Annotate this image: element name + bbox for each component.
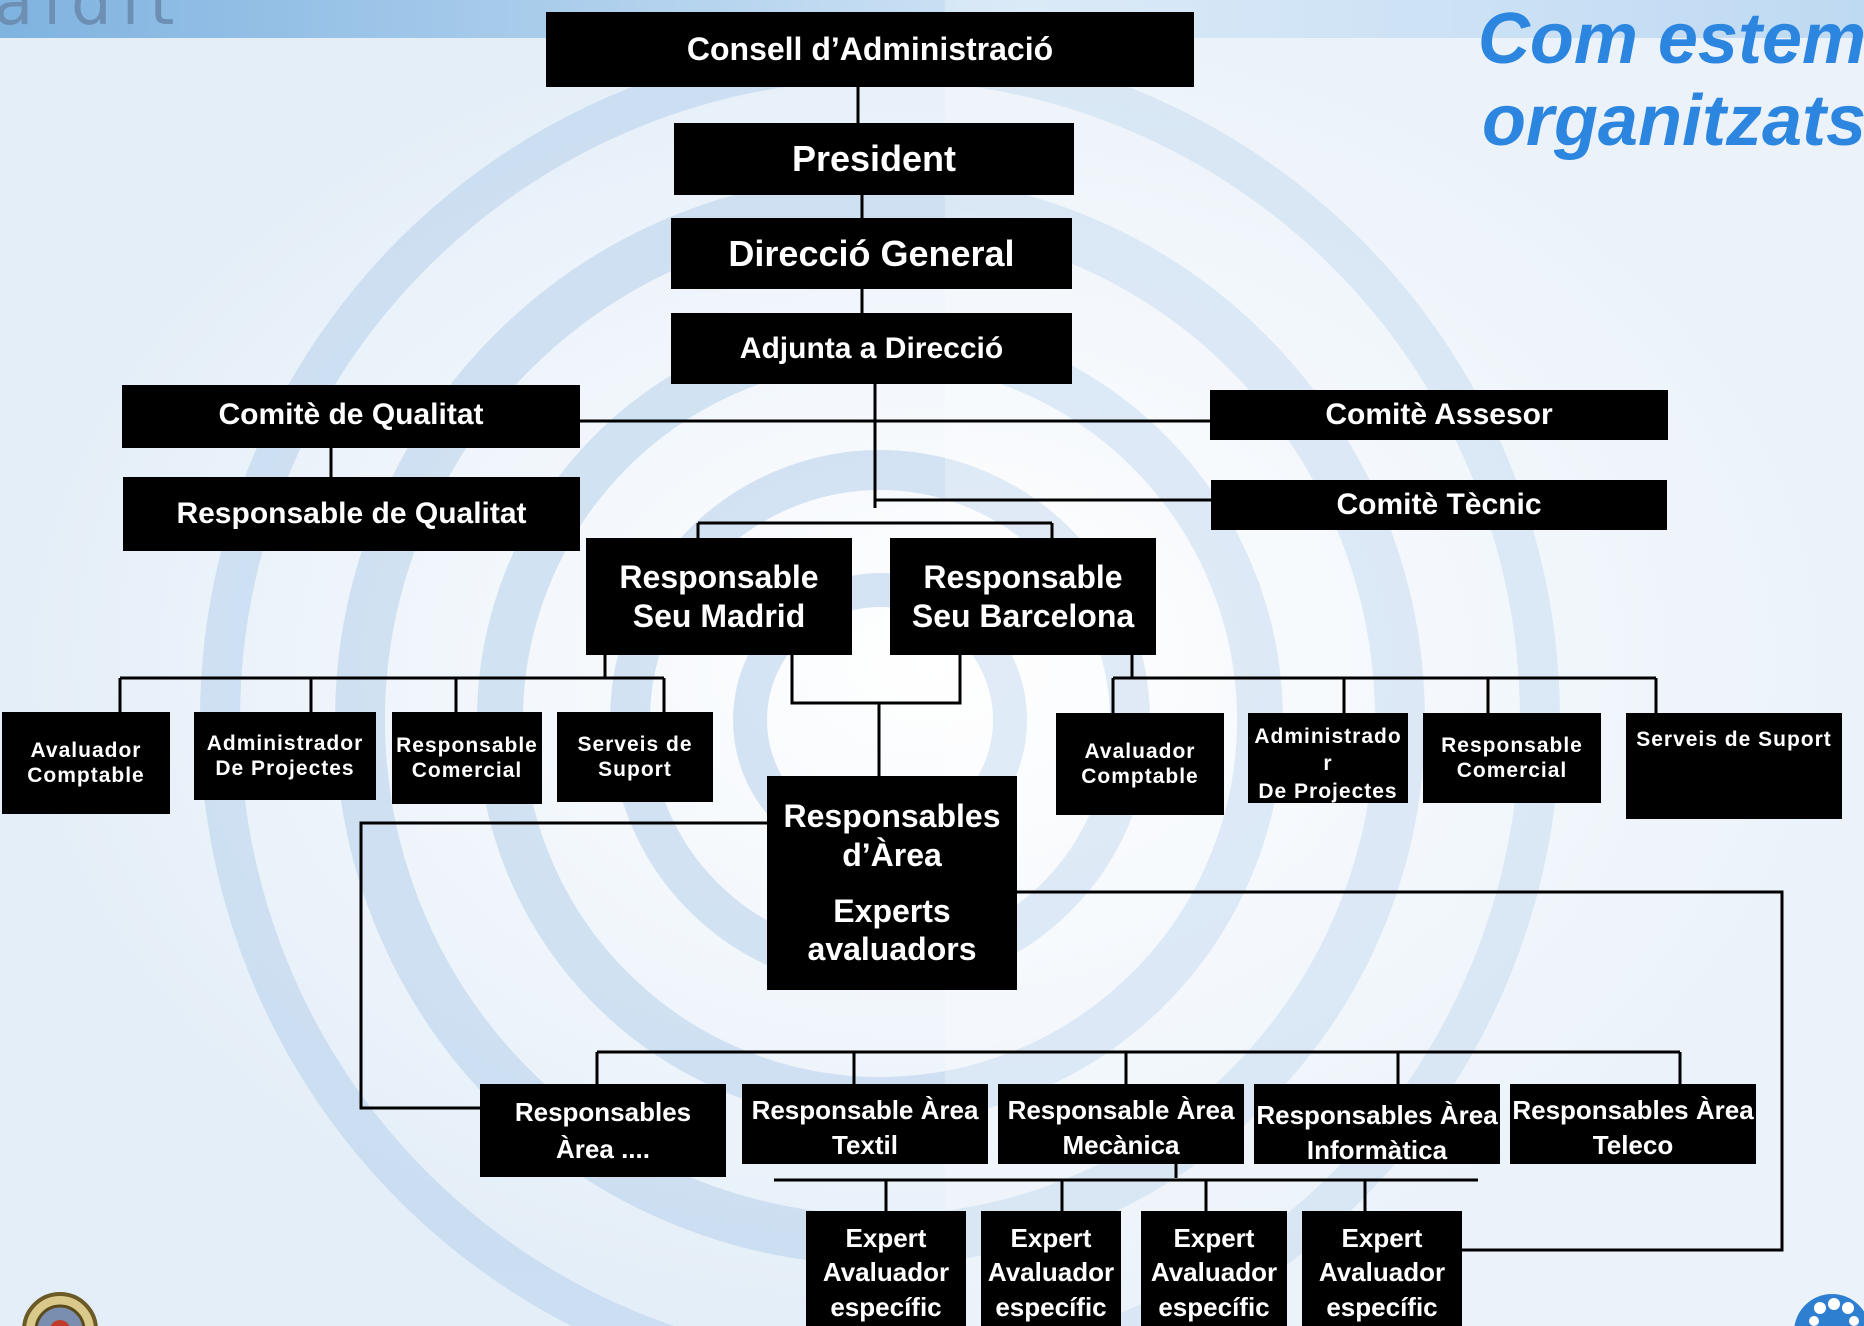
box-label: Administrado <box>1254 725 1402 748</box>
box-label: Responsables <box>783 798 1001 835</box>
box-label: Expert <box>1010 1223 1092 1253</box>
box-label: Avaluador <box>822 1257 950 1288</box>
box-label: Expert <box>1173 1223 1255 1253</box>
box-label: Serveis de Suport <box>1636 728 1832 751</box>
box-label: específic <box>830 1291 942 1322</box>
box-label: Avaluador <box>987 1257 1115 1288</box>
box-label: Avaluador <box>1318 1257 1446 1288</box>
box-label: Comptable <box>27 764 145 787</box>
box-label: Responsable Àrea <box>751 1095 979 1125</box>
box-label: Responsable <box>923 559 1123 596</box>
heading-line: organitzats <box>1481 81 1864 162</box>
box-expert-avaluador-4: Expert Avaluador específic <box>1302 1211 1462 1326</box>
box-comite-tecnic: Comitè Tècnic <box>1211 480 1667 530</box>
box-comite-qualitat: Comitè de Qualitat <box>122 385 580 448</box>
box-label: Mecànica <box>1062 1130 1180 1161</box>
box-label: Administrador <box>206 731 364 755</box>
box-area-informatica: Responsables Àrea Informàtica <box>1254 1084 1500 1164</box>
box-label: Responsable Àrea <box>1007 1095 1235 1125</box>
box-barcelona-avaluador-comptable: Avaluador Comptable <box>1056 713 1224 815</box>
box-area-generic: Responsables Àrea .... <box>480 1084 726 1177</box>
box-label: President <box>791 138 957 180</box>
box-president: President <box>674 123 1074 195</box>
company-logo: aidit <box>0 0 185 40</box>
box-adjunta-direccio: Adjunta a Direcció <box>671 313 1072 384</box>
box-label: De Projectes <box>1258 779 1398 803</box>
box-responsable-qualitat: Responsable de Qualitat <box>123 477 580 551</box>
box-label: Comercial <box>1456 759 1568 782</box>
box-label: Comitè de Qualitat <box>218 397 484 431</box>
box-label: Comercial <box>411 759 523 782</box>
box-label: Àrea .... <box>556 1133 650 1164</box>
box-area-teleco: Responsables Àrea Teleco <box>1510 1084 1756 1164</box>
box-label: Responsables Àrea <box>1256 1100 1498 1130</box>
box-expert-avaluador-1: Expert Avaluador específic <box>806 1211 966 1326</box>
box-label: Informàtica <box>1306 1135 1448 1164</box>
box-label: Teleco <box>1592 1130 1674 1161</box>
globe-icon <box>1794 1294 1864 1326</box>
box-label: Responsables <box>514 1097 692 1128</box>
box-madrid-administrador-projectes: Administrador De Projectes <box>194 712 376 800</box>
box-label: específic <box>995 1291 1107 1322</box>
box-label: Responsable <box>396 733 538 757</box>
box-label: Comitè Assesor <box>1325 398 1553 431</box>
box-label: Comitè Tècnic <box>1336 488 1542 521</box>
box-label: Comptable <box>1081 765 1199 788</box>
box-comite-assesor: Comitè Assesor <box>1210 390 1668 440</box>
box-label: Adjunta a Direcció <box>739 331 1004 365</box>
box-label: r <box>1323 752 1333 776</box>
box-label: Avaluador <box>1150 1257 1278 1288</box>
box-label: Avaluador <box>1084 739 1196 763</box>
box-expert-avaluador-2: Expert Avaluador específic <box>981 1211 1121 1326</box>
box-label: Direcció General <box>728 232 1015 274</box>
box-label: Experts <box>833 893 951 929</box>
box-label: Expert <box>1341 1223 1423 1253</box>
box-responsables-area-experts: Responsables d’Àrea Experts avaluadors <box>767 776 1017 990</box>
box-label: Responsable <box>619 559 819 596</box>
box-barcelona-administrador-projectes: Administrado r De Projectes <box>1248 713 1408 803</box>
box-label: específic <box>1158 1291 1270 1322</box>
box-responsable-seu-madrid: Responsable Seu Madrid <box>586 538 852 655</box>
box-label: Seu Barcelona <box>911 597 1135 634</box>
box-direccio-general: Direcció General <box>671 218 1072 289</box>
box-label: Consell d’Administració <box>686 31 1054 68</box>
box-area-textil: Responsable Àrea Textil <box>742 1084 988 1164</box>
box-label: d’Àrea <box>842 836 942 873</box>
box-consell-administracio: Consell d’Administració <box>546 12 1194 87</box>
box-label: avaluadors <box>807 931 977 968</box>
box-label: Expert <box>845 1223 927 1253</box>
box-barcelona-serveis-suport: Serveis de Suport <box>1626 713 1842 819</box>
box-label: Serveis de <box>577 732 693 756</box>
box-madrid-serveis-suport: Serveis de Suport <box>557 712 713 802</box>
box-label: Responsables Àrea <box>1512 1095 1754 1125</box>
box-responsable-seu-barcelona: Responsable Seu Barcelona <box>890 538 1156 655</box>
emblem-seal-icon <box>22 1292 98 1326</box>
box-label: Responsable de Qualitat <box>176 497 527 530</box>
box-label: Responsable <box>1441 733 1583 757</box>
box-label: Avaluador <box>30 738 142 762</box>
page-heading: Com estem organitzats <box>1478 0 1864 162</box>
box-label: Suport <box>598 758 672 781</box>
heading-line: Com estem <box>1477 0 1864 79</box>
box-label: Seu Madrid <box>632 597 806 634</box>
box-barcelona-responsable-comercial: Responsable Comercial <box>1423 713 1601 803</box>
box-area-mecanica: Responsable Àrea Mecànica <box>998 1084 1244 1164</box>
box-madrid-responsable-comercial: Responsable Comercial <box>392 712 542 804</box>
box-expert-avaluador-3: Expert Avaluador específic <box>1141 1211 1287 1326</box>
box-label: De Projectes <box>215 757 355 780</box>
box-madrid-avaluador-comptable: Avaluador Comptable <box>2 712 170 814</box>
box-label: Textil <box>832 1130 898 1161</box>
box-label: específic <box>1326 1291 1438 1322</box>
